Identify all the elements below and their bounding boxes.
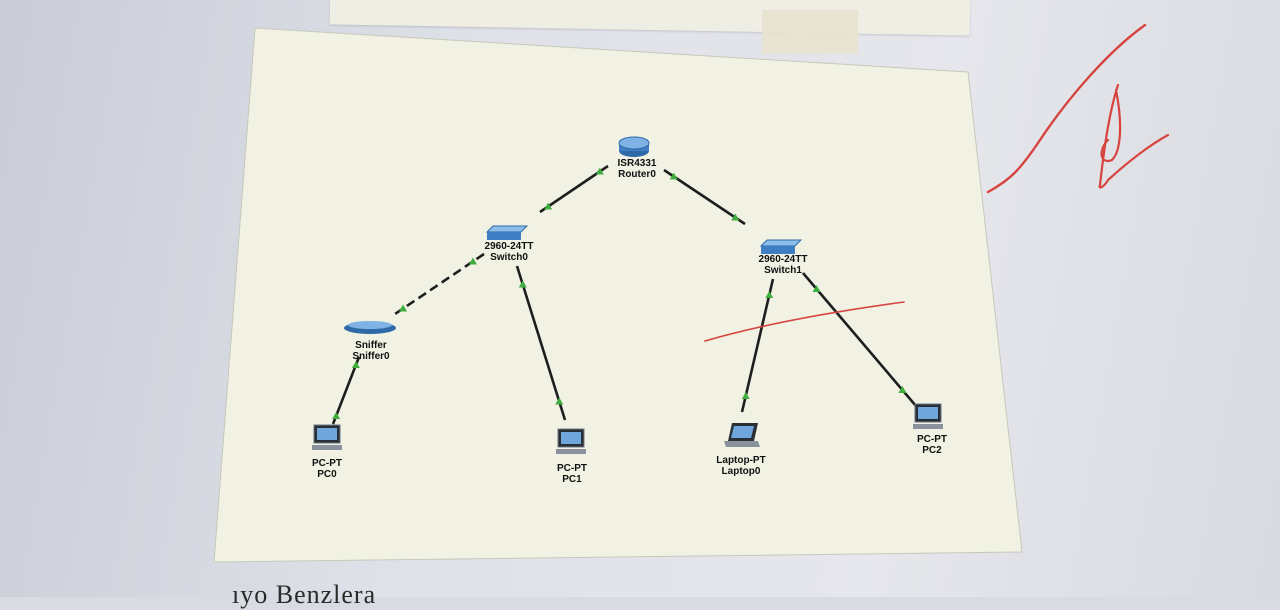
link-status-indicator xyxy=(741,392,750,400)
pc-icon-keyboard xyxy=(312,445,342,450)
link-status-indicator xyxy=(544,202,553,210)
node-name-label: Switch0 xyxy=(490,252,528,263)
node-name-label: Sniffer0 xyxy=(352,351,390,362)
pc-icon-keyboard xyxy=(913,424,943,429)
node-name-label: Switch1 xyxy=(764,265,802,276)
link-status-indicator xyxy=(518,280,527,288)
node-model-label: PC-PT xyxy=(557,463,587,474)
router-icon-top xyxy=(618,136,650,150)
node-model-label: ISR4331 xyxy=(618,158,657,169)
link-switch1-pc2 xyxy=(802,272,917,407)
node-model-label: 2960-24TT xyxy=(759,254,808,265)
pc-icon-screen xyxy=(918,407,938,419)
pc-icon-screen xyxy=(561,432,581,444)
printed-sheet xyxy=(213,27,1023,563)
link-status-indicator xyxy=(595,167,604,175)
switch-icon xyxy=(485,225,529,233)
node-model-label: PC-PT xyxy=(917,434,947,445)
sniffer-icon-top xyxy=(348,321,392,329)
node-model-label: PC-PT xyxy=(312,458,342,469)
tape-strip xyxy=(762,10,858,54)
node-model-label: Laptop-PT xyxy=(716,455,765,466)
handwriting-checkmark xyxy=(986,23,1147,194)
switch-icon-front xyxy=(487,232,521,240)
node-name-label: PC1 xyxy=(562,474,582,485)
switch-icon-front xyxy=(761,246,795,254)
link-status-indicator xyxy=(351,361,360,369)
link-status-indicator xyxy=(812,284,821,292)
link-status-indicator xyxy=(332,411,341,419)
link-router0-switch1 xyxy=(663,168,746,226)
link-status-indicator xyxy=(898,386,907,394)
link-switch1-laptop0 xyxy=(740,278,775,413)
bottom-page-text: ıyo Benzlera xyxy=(232,580,377,609)
switch-icon xyxy=(759,239,803,247)
handwriting-strike xyxy=(704,301,905,342)
node-model-label: 2960-24TT xyxy=(485,241,534,252)
link-status-indicator xyxy=(399,304,408,312)
node-name-label: PC0 xyxy=(317,469,337,480)
link-status-indicator xyxy=(765,290,774,298)
handwriting-number xyxy=(1098,83,1170,189)
pc-icon-screen xyxy=(317,428,337,440)
laptop-icon-screen xyxy=(731,426,754,438)
link-status-indicator xyxy=(731,213,740,221)
link-sniffer0-pc0 xyxy=(331,356,361,425)
link-status-indicator xyxy=(468,257,477,265)
node-name-label: Router0 xyxy=(618,169,656,180)
node-name-label: PC2 xyxy=(922,445,942,456)
links-layer xyxy=(331,164,917,425)
pc-icon-keyboard xyxy=(556,449,586,454)
link-switch0-pc1 xyxy=(515,265,567,421)
link-switch0-sniffer0 xyxy=(391,252,485,318)
laptop-icon-base xyxy=(724,441,760,447)
node-model-label: Sniffer xyxy=(355,340,387,351)
link-status-indicator xyxy=(669,172,678,180)
link-status-indicator xyxy=(555,397,564,405)
node-name-label: Laptop0 xyxy=(722,466,761,477)
